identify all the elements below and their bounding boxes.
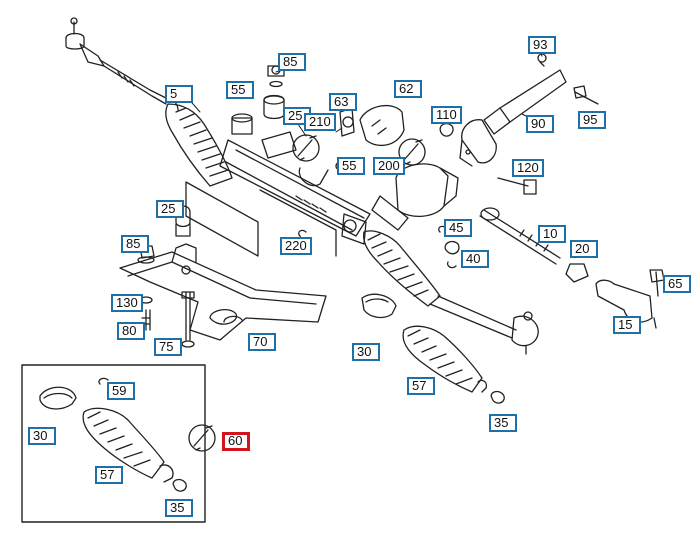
part-label-85[interactable]: 85: [121, 235, 149, 253]
boot-right: [362, 230, 539, 355]
boot-lower-right: [361, 293, 505, 404]
part-label-210[interactable]: 210: [304, 113, 336, 131]
part-label-10[interactable]: 10: [538, 225, 566, 243]
part-label-30[interactable]: 30: [352, 343, 380, 361]
part-label-40[interactable]: 40: [461, 250, 489, 268]
part-label-65[interactable]: 65: [663, 275, 691, 293]
part-label-110[interactable]: 110: [431, 106, 462, 124]
part-label-63[interactable]: 63: [329, 93, 357, 111]
part-label-5[interactable]: 5: [165, 85, 193, 103]
part-label-80[interactable]: 80: [117, 322, 145, 340]
pinion-shaft: [439, 53, 599, 195]
part-label-55[interactable]: 55: [226, 81, 254, 99]
part-label-57[interactable]: 57: [95, 466, 123, 484]
part-label-59[interactable]: 59: [107, 382, 135, 400]
part-label-25[interactable]: 25: [156, 200, 184, 218]
part-label-15[interactable]: 15: [613, 316, 641, 334]
part-label-90[interactable]: 90: [526, 115, 554, 133]
inset-kit: [21, 364, 216, 523]
part-label-57[interactable]: 57: [407, 377, 435, 395]
part-label-62[interactable]: 62: [394, 80, 422, 98]
part-label-70[interactable]: 70: [248, 333, 276, 351]
part-label-75[interactable]: 75: [154, 338, 182, 356]
part-label-200[interactable]: 200: [373, 157, 405, 175]
mounting-bracket: [119, 243, 327, 341]
part-label-35[interactable]: 35: [489, 414, 517, 432]
part-label-95[interactable]: 95: [578, 111, 606, 129]
part-label-55[interactable]: 55: [337, 157, 365, 175]
part-label-35[interactable]: 35: [165, 499, 193, 517]
part-label-20[interactable]: 20: [570, 240, 598, 258]
part-label-220[interactable]: 220: [280, 237, 312, 255]
part-label-85[interactable]: 85: [278, 53, 306, 71]
part-label-45[interactable]: 45: [444, 219, 472, 237]
part-label-93[interactable]: 93: [528, 36, 556, 54]
part-label-30[interactable]: 30: [28, 427, 56, 445]
part-label-130[interactable]: 130: [111, 294, 143, 312]
wrench-icons: [292, 134, 426, 166]
part-label-120[interactable]: 120: [512, 159, 544, 177]
rack-housing: [185, 113, 371, 257]
tie-rod-end-left: [65, 17, 153, 97]
boot-left: [149, 89, 233, 187]
part-label-60-highlighted[interactable]: 60: [222, 432, 250, 451]
